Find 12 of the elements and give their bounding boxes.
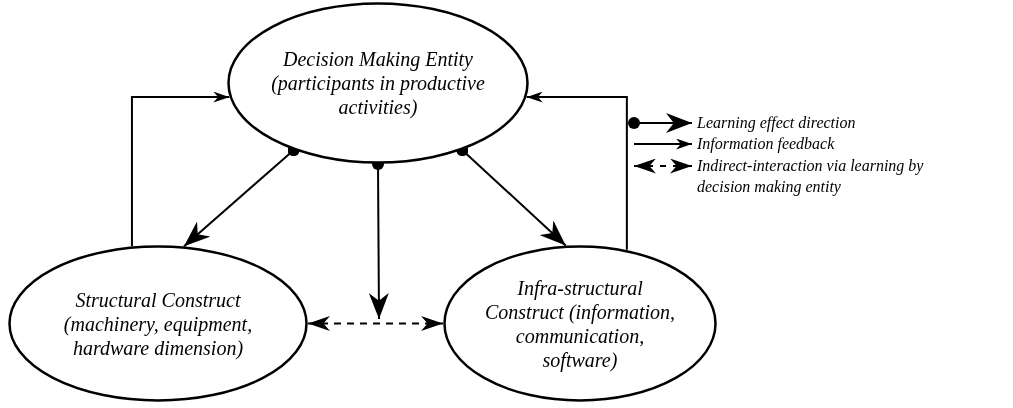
legend-text: Information feedback (697, 134, 836, 154)
ellipse-node (227, 2, 529, 164)
legend-text: Indirect-interaction via learning by decision making entity (697, 156, 925, 197)
ellipse-node (8, 245, 308, 402)
dashed-arrow (307, 316, 444, 331)
arrow (130, 91, 231, 248)
legend-text: Learning effect direction (697, 113, 857, 133)
ellipse-node (443, 245, 717, 402)
arrow (525, 91, 628, 251)
node-label: Structural Construct (machinery, equipment, hardware dimension) (62, 287, 254, 360)
node-label: Decision Making Entity (participants in productive activities) (270, 47, 486, 119)
node-label: Infra-structural Construct (information, communication, software) (484, 275, 676, 372)
